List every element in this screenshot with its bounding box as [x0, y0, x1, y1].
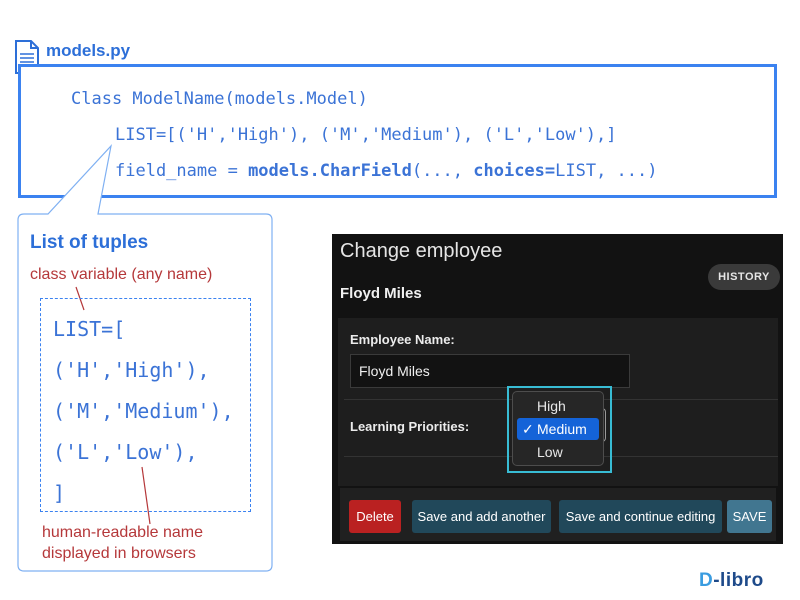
- code-line-class: Class ModelName(models.Model): [71, 89, 368, 109]
- list-line-low: ('L','Low'),: [53, 440, 198, 464]
- callout-title: List of tuples: [30, 232, 149, 253]
- human-name-note-2: displayed in browsers: [42, 545, 196, 562]
- dlibro-logo: D-libro: [699, 570, 764, 591]
- code-box: Class ModelName(models.Model) LIST=[('H'…: [18, 64, 777, 198]
- list-line-high: ('H','High'),: [53, 358, 210, 382]
- code-line-list: LIST=[('H','High'), ('M','Medium'), ('L'…: [115, 125, 617, 145]
- file-name: models.py: [46, 41, 131, 60]
- learning-priorities-label: Learning Priorities:: [350, 419, 470, 434]
- employee-name-label: Employee Name:: [350, 332, 455, 347]
- delete-button[interactable]: Delete: [349, 500, 401, 533]
- list-example-box: LIST=[ ('H','High'), ('M','Medium'), ('L…: [40, 298, 251, 512]
- dropdown-highlight-frame: [507, 386, 612, 473]
- callout-bubble: [17, 144, 273, 572]
- option-high[interactable]: High: [537, 398, 566, 414]
- submit-row: Delete Save and add another Save and con…: [340, 488, 776, 541]
- save-and-continue-button[interactable]: Save and continue editing: [559, 500, 722, 533]
- save-and-add-another-button[interactable]: Save and add another: [412, 500, 551, 533]
- list-line-open: LIST=[: [53, 317, 126, 341]
- list-line-close: ]: [53, 481, 66, 505]
- record-name: Floyd Miles: [340, 285, 422, 302]
- page-title: Change employee: [340, 240, 503, 262]
- option-medium[interactable]: ✓Medium: [517, 418, 599, 440]
- employee-name-input[interactable]: Floyd Miles: [350, 354, 630, 388]
- save-button[interactable]: SAVE: [727, 500, 772, 533]
- class-variable-note: class variable (any name): [30, 266, 213, 283]
- option-low[interactable]: Low: [537, 444, 563, 460]
- code-line-field: field_name = models.CharField(..., choic…: [115, 161, 658, 181]
- human-name-note-1: human-readable name: [42, 524, 203, 541]
- list-line-medium: ('M','Medium'),: [53, 399, 234, 423]
- human-name-pointer: [141, 466, 151, 525]
- priority-dropdown-menu[interactable]: High ✓Medium Low: [512, 391, 604, 466]
- history-button[interactable]: HISTORY: [708, 264, 780, 290]
- check-icon: ✓: [522, 421, 534, 437]
